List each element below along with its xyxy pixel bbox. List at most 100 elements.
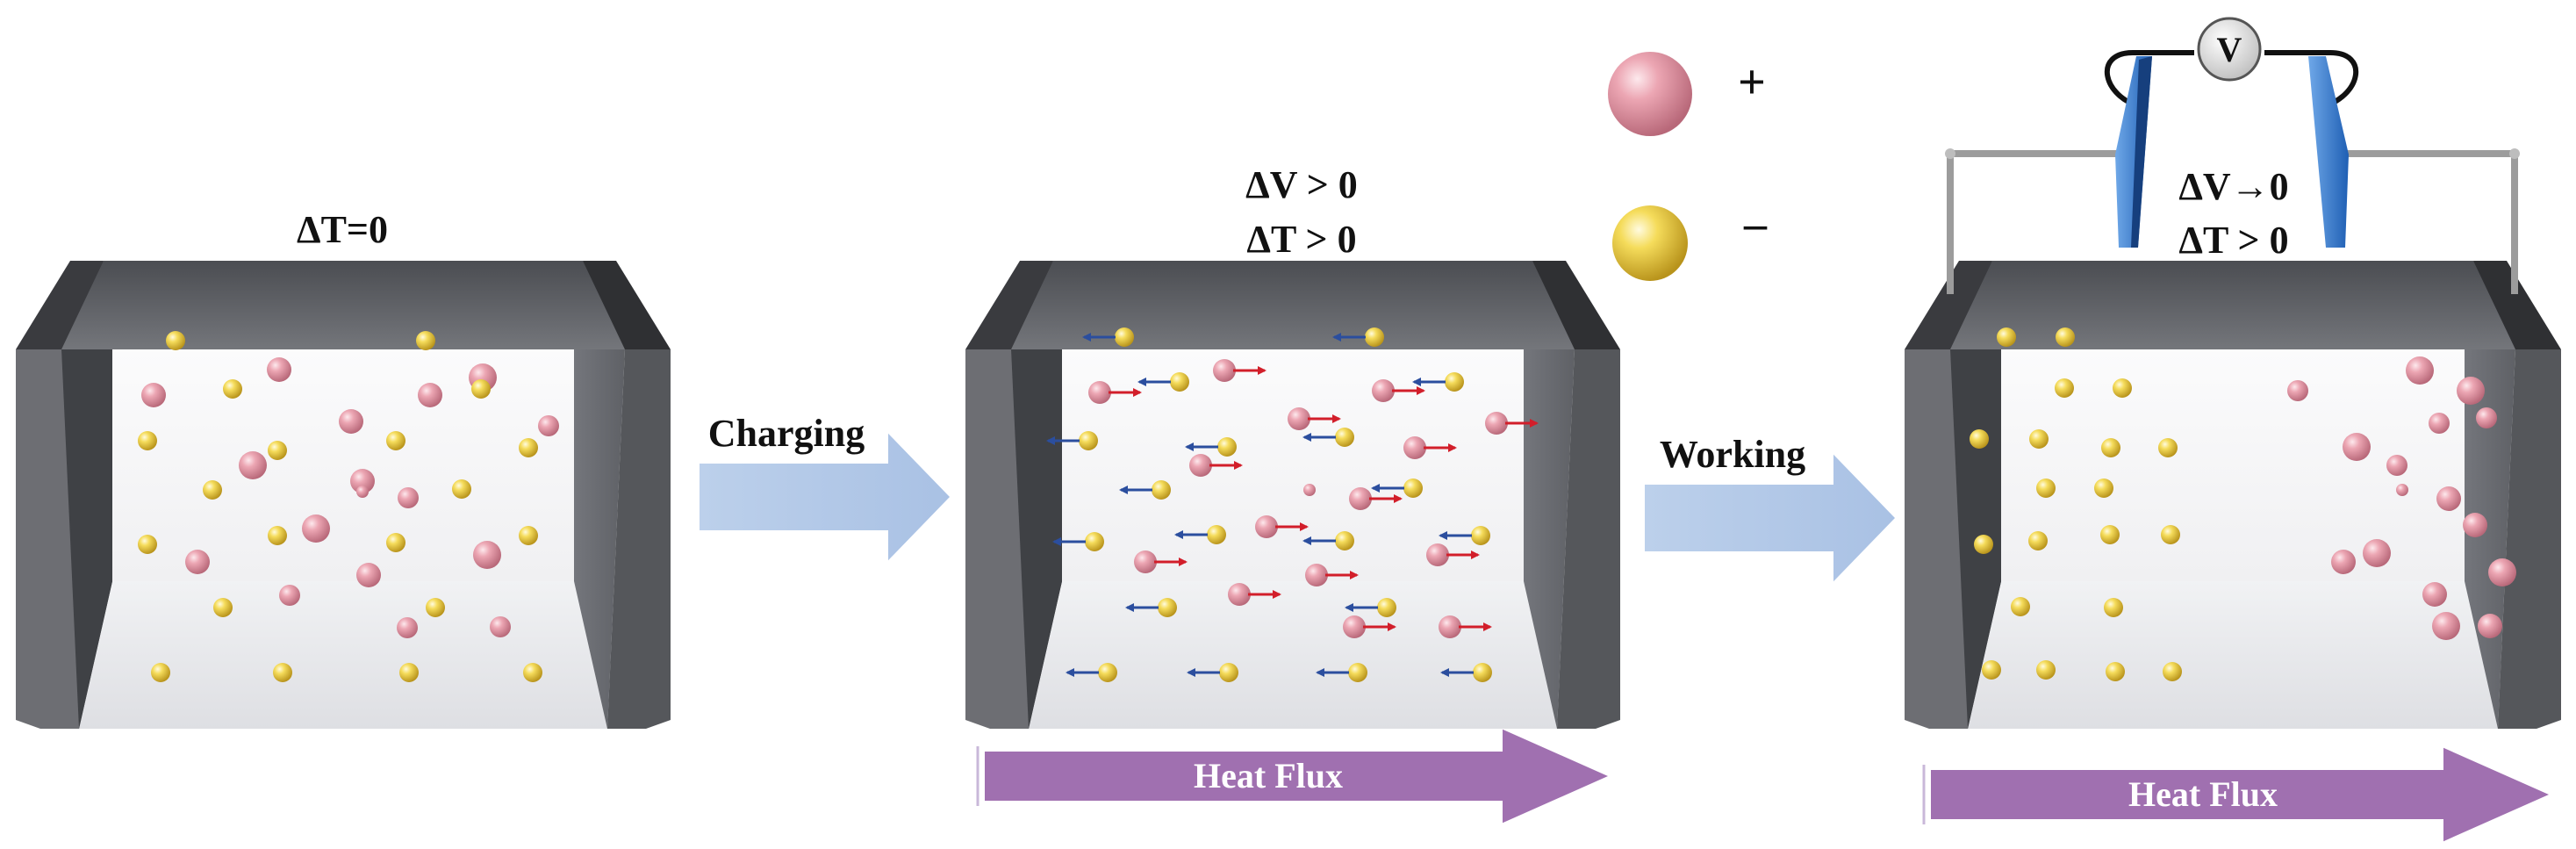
cation-moving	[1288, 407, 1310, 430]
cation-moving	[1213, 359, 1236, 382]
anion	[2104, 598, 2123, 617]
electrolyte-cell-1	[16, 261, 671, 729]
cation	[2457, 377, 2485, 405]
cell-right-slab	[2498, 349, 2561, 729]
cell-right-wall	[574, 349, 625, 729]
anion	[268, 526, 287, 545]
wire-node	[1945, 148, 1955, 159]
cell-left-top	[965, 261, 1053, 349]
voltmeter-circuit: V	[1945, 17, 2520, 294]
anion-moving	[1115, 327, 1134, 347]
process-arrow-charging: Charging	[700, 412, 950, 561]
wire-node	[2509, 148, 2520, 159]
cell-right-wall	[2465, 349, 2515, 729]
anion-moving	[1335, 428, 1354, 447]
anion-moving	[1079, 431, 1098, 450]
condition-label-charged: ΔT > 0	[1246, 218, 1356, 261]
anion-moving	[1170, 372, 1189, 392]
ion-legend: +–	[1608, 52, 1768, 281]
cation	[2429, 413, 2450, 434]
cell-right-wall	[1524, 349, 1575, 729]
process-arrow-shape	[1645, 454, 1895, 582]
process-arrow-label: Working	[1660, 433, 1805, 476]
cation-moving	[1189, 454, 1212, 477]
anion	[1997, 327, 2016, 347]
cation-moving	[1343, 615, 1366, 638]
anion	[2056, 327, 2075, 347]
cell-top-edge	[33, 261, 653, 349]
cation-small	[356, 486, 369, 498]
process-arrow-working: Working	[1645, 433, 1895, 582]
anion	[386, 533, 405, 552]
cell-top-edge	[983, 261, 1603, 349]
cation	[397, 617, 418, 638]
anion-moving	[1085, 532, 1104, 551]
condition-label-charged: ΔV > 0	[1245, 163, 1358, 206]
cell-right-slab	[1557, 349, 1620, 729]
cation	[2488, 558, 2516, 586]
heat-flux-label: Heat Flux	[2128, 774, 2278, 814]
cation-moving	[1088, 381, 1111, 404]
anion-moving	[1445, 372, 1464, 392]
cell-right-top	[583, 261, 671, 349]
anion	[203, 480, 222, 500]
condition-label-working: ΔV→0	[2178, 165, 2288, 208]
cation	[339, 409, 363, 434]
anion	[1982, 660, 2001, 680]
heat-flux-shape	[985, 729, 1608, 824]
cell-floor	[42, 579, 644, 729]
cation	[141, 383, 166, 407]
voltmeter-label: V	[2217, 30, 2242, 69]
anion	[2161, 525, 2180, 544]
cation	[2476, 407, 2497, 428]
cation-moving	[1403, 436, 1426, 459]
anion	[2036, 478, 2056, 498]
cell-floor	[992, 579, 1594, 729]
cation	[267, 357, 291, 382]
anion	[166, 331, 185, 350]
anion	[2055, 378, 2074, 398]
cell-right-top	[1532, 261, 1620, 349]
cation	[2386, 455, 2407, 476]
particles-charged	[1046, 327, 1539, 682]
process-arrow-label: Charging	[708, 412, 865, 455]
anion	[2158, 438, 2178, 457]
anion	[2106, 662, 2125, 681]
cation-moving	[1426, 543, 1449, 566]
cell-left-top	[16, 261, 104, 349]
cation	[398, 487, 419, 508]
anion	[2163, 662, 2182, 681]
anion	[519, 526, 538, 545]
anion	[452, 479, 471, 499]
particles-working	[1970, 327, 2516, 681]
cation	[350, 469, 375, 493]
anion-moving	[1403, 478, 1423, 498]
anion	[268, 441, 287, 460]
cell-left-wall-inner	[61, 349, 112, 729]
anion-moving	[1152, 480, 1171, 500]
legend-negative-sign: –	[1743, 199, 1768, 249]
anion	[386, 431, 405, 450]
heat-flux-label: Heat Flux	[1194, 756, 1343, 795]
cation	[538, 415, 559, 436]
anion	[523, 663, 542, 682]
anion-moving	[1098, 663, 1117, 682]
particles-equilibrium	[138, 331, 559, 682]
heat-flux-shape	[1931, 747, 2549, 842]
anion	[2028, 531, 2048, 550]
anion	[2100, 525, 2120, 544]
anion-moving	[1207, 525, 1226, 544]
condition-label-working: ΔT > 0	[2178, 219, 2288, 262]
anion	[138, 535, 157, 554]
cation-moving	[1228, 583, 1251, 606]
legend-cation-sphere	[1608, 52, 1692, 136]
anion	[399, 663, 419, 682]
anion	[2029, 429, 2049, 449]
cation	[2406, 356, 2434, 385]
anion-moving	[1158, 598, 1177, 617]
cation-moving	[1305, 564, 1328, 586]
cell-right-slab	[607, 349, 671, 729]
condition-label-equilibrium: ΔT=0	[297, 208, 388, 251]
heat-flux-arrow-2: Heat Flux	[1922, 747, 2549, 842]
anion	[1974, 535, 1993, 554]
